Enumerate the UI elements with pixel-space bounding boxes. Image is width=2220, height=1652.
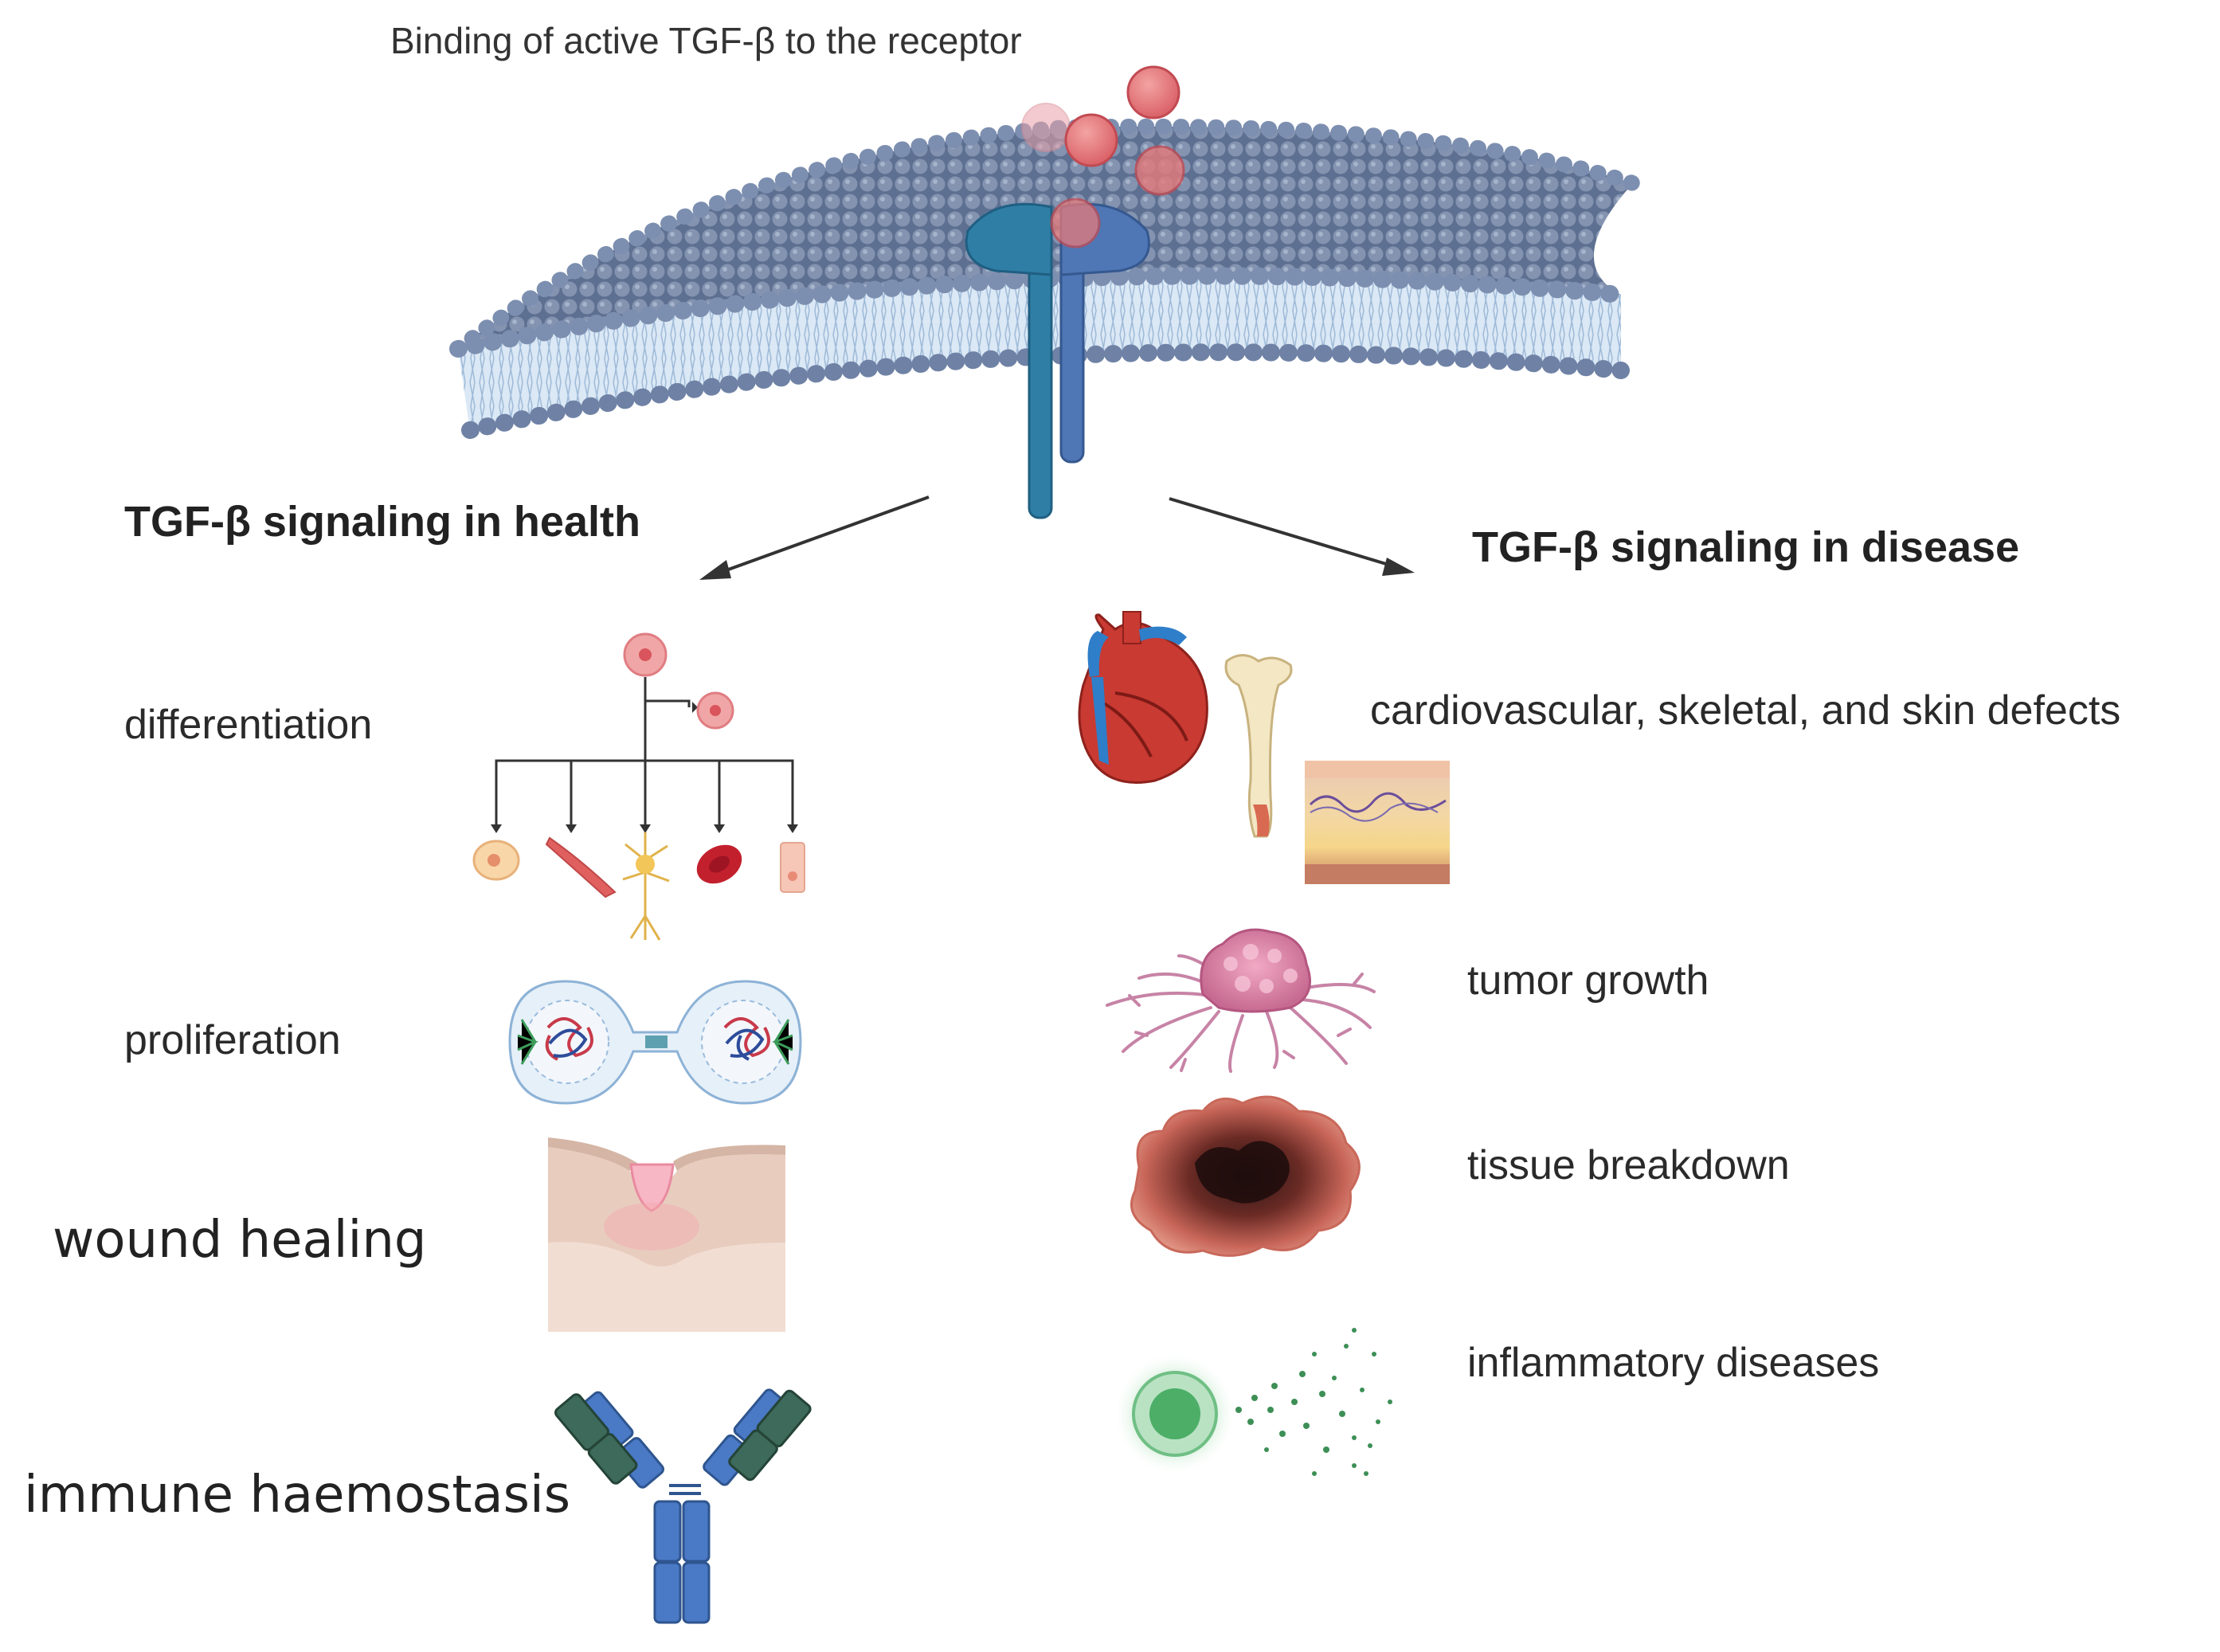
label-wound-healing: wound healing xyxy=(53,1211,427,1270)
bone-icon xyxy=(1224,654,1293,838)
arrow-to-health xyxy=(699,495,930,580)
heart-icon xyxy=(1078,611,1208,784)
label-inflammatory-diseases: inflammatory diseases xyxy=(1467,1340,1880,1386)
label-tissue-breakdown: tissue breakdown xyxy=(1467,1142,1790,1188)
diagram-title: Binding of active TGF-β to the receptor xyxy=(390,20,1022,61)
stem-cell-icon xyxy=(472,632,805,941)
cell-division-icon xyxy=(508,980,802,1105)
skin-layer-icon xyxy=(1305,761,1450,884)
arrow-to-disease xyxy=(1169,497,1415,576)
immune-cell-icon xyxy=(1113,1328,1392,1476)
label-tumor-growth: tumor growth xyxy=(1467,957,1709,1004)
disease-heading: TGF-β signaling in disease xyxy=(1472,523,2020,571)
necrotic-tissue-icon xyxy=(1130,1095,1361,1257)
label-proliferation: proliferation xyxy=(124,1017,341,1063)
label-differentiation: differentiation xyxy=(124,702,373,748)
ligand-icon xyxy=(1021,65,1185,249)
skin-wound-icon xyxy=(548,1137,785,1332)
tumor-icon xyxy=(1106,928,1376,1073)
antibody-icon xyxy=(554,1388,812,1624)
health-heading: TGF-β signaling in health xyxy=(124,498,640,546)
label-cardio-skeletal-skin: cardiovascular, skeletal, and skin defec… xyxy=(1370,687,2121,734)
label-immune-haemostasis: immune haemostasis xyxy=(24,1466,571,1525)
